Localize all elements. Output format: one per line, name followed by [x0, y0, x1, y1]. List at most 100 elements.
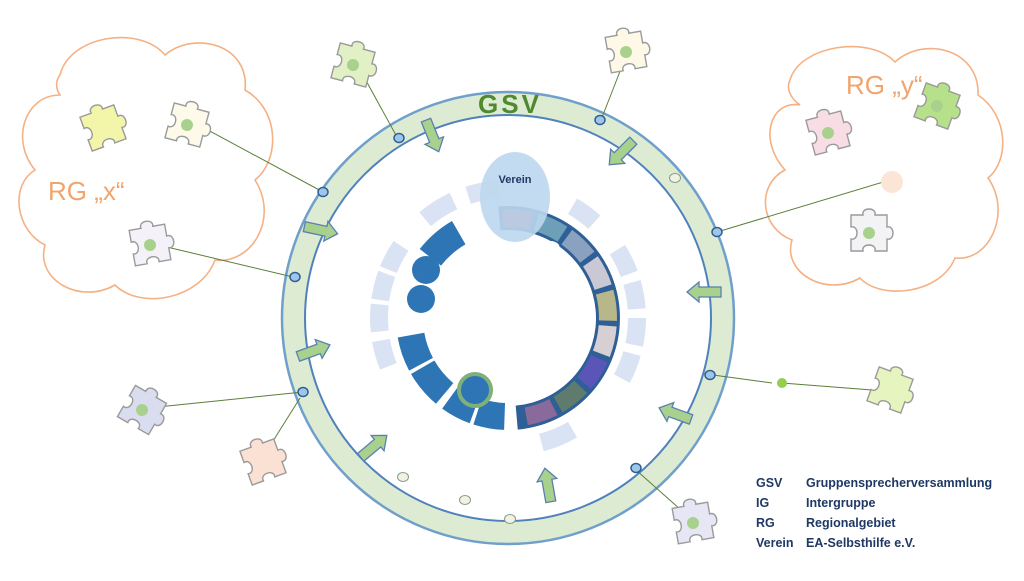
light-segment — [625, 318, 646, 347]
puzzle-piece-icon — [116, 379, 176, 439]
dot-icon — [459, 495, 471, 505]
arrow-icon — [295, 338, 331, 363]
puzzle-dot — [144, 239, 156, 251]
puzzle-piece-icon — [803, 102, 857, 156]
dot-icon — [711, 226, 723, 238]
inner-circle-2 — [407, 285, 435, 313]
puzzle-shape — [866, 360, 922, 416]
arrow-shape — [356, 434, 388, 463]
puzzle-piece-icon — [237, 430, 293, 486]
dot-icon — [393, 132, 405, 144]
arrow-icon — [658, 401, 694, 426]
ring-dots — [289, 114, 903, 524]
gsv-label: GSV — [478, 89, 542, 119]
puzzle-piece-icon — [127, 216, 178, 267]
gsv-ring — [280, 90, 736, 546]
dot-icon — [317, 186, 329, 198]
dot-icon — [289, 271, 301, 283]
light-segment — [613, 351, 641, 383]
puzzle-piece-icon — [913, 76, 969, 132]
arrow-icon — [535, 467, 559, 504]
arrow-shape — [535, 467, 559, 504]
rg-y-label: RG „y“ — [846, 70, 923, 100]
puzzle-dot — [687, 517, 699, 529]
arrow-shape — [295, 338, 331, 363]
dark-segment — [397, 332, 433, 371]
legend-abbr: RG — [756, 516, 775, 530]
connector-line — [712, 374, 773, 384]
inner-structure — [370, 180, 646, 452]
arrow-icon — [302, 219, 339, 243]
connector-line — [781, 382, 873, 391]
legend-definition: EA-Selbsthilfe e.V. — [806, 536, 916, 550]
legend-definition: Regionalgebiet — [806, 516, 896, 530]
legend-row: Verein EA-Selbsthilfe e.V. — [756, 533, 1018, 553]
dot-icon — [397, 472, 409, 482]
ig-segment — [561, 229, 595, 263]
dot-icon — [297, 386, 309, 398]
puzzle-piece-icon — [603, 23, 654, 74]
puzzle-dot — [620, 46, 632, 58]
dot-icon — [630, 462, 642, 474]
ig-segment — [595, 289, 617, 321]
light-segment — [370, 303, 389, 333]
dot-icon — [669, 173, 681, 183]
light-segment — [372, 338, 397, 370]
ig-segment — [577, 355, 608, 389]
arrow-shape — [685, 280, 722, 304]
legend-row: RG Regionalgebiet — [756, 513, 1018, 533]
puzzle-dot — [863, 227, 875, 239]
connector-line — [716, 179, 891, 233]
legend-row: GSV Gruppensprecherversammlung — [756, 473, 1018, 493]
puzzle-pieces — [77, 23, 969, 545]
light-segment — [623, 279, 646, 310]
puzzle-dot — [136, 404, 148, 416]
puzzle-dot — [181, 119, 193, 131]
puzzle-piece-icon — [670, 494, 721, 545]
puzzle-piece-icon — [866, 360, 922, 416]
arrow-icon — [608, 136, 638, 166]
inner-circle-1 — [412, 256, 440, 284]
rg-x-label: RG „x“ — [48, 176, 125, 206]
legend-abbr: GSV — [756, 476, 783, 490]
dot-icon — [594, 114, 606, 126]
light-segment — [419, 192, 458, 227]
puzzle-dot — [822, 127, 834, 139]
puzzle-dot — [347, 59, 359, 71]
dot-icon — [881, 171, 903, 193]
dot-icon — [777, 378, 787, 388]
light-segment — [539, 421, 577, 452]
verein-label: Verein — [498, 174, 531, 186]
verein-ellipse — [480, 152, 550, 242]
legend-abbr: Verein — [756, 536, 794, 550]
inward-arrows — [295, 117, 722, 504]
connector-line — [147, 391, 304, 409]
arrow-shape — [608, 136, 638, 166]
ig-segment — [582, 256, 612, 290]
legend-definition: Intergruppe — [806, 496, 876, 510]
connector-line — [149, 242, 294, 278]
dot-icon — [704, 369, 716, 381]
puzzle-piece-icon — [330, 36, 384, 90]
light-segment — [609, 244, 638, 277]
puzzle-piece-icon — [164, 96, 218, 150]
arrow-shape — [420, 117, 445, 153]
puzzle-shape — [237, 430, 293, 486]
dot-icon — [504, 514, 516, 524]
connector-lines — [147, 55, 891, 519]
puzzle-dot — [931, 100, 943, 112]
dark-segment — [419, 221, 466, 266]
arrow-icon — [420, 117, 445, 153]
arrow-icon — [685, 280, 722, 304]
legend-definition: Gruppensprecherversammlung — [806, 476, 993, 490]
light-segment — [568, 198, 601, 229]
ig-segment — [553, 380, 588, 413]
cloud-rg-x — [18, 36, 274, 300]
dark-segment — [411, 360, 454, 404]
inner-circle-3 — [457, 372, 493, 408]
light-segment — [380, 240, 409, 274]
light-segment — [371, 270, 396, 302]
